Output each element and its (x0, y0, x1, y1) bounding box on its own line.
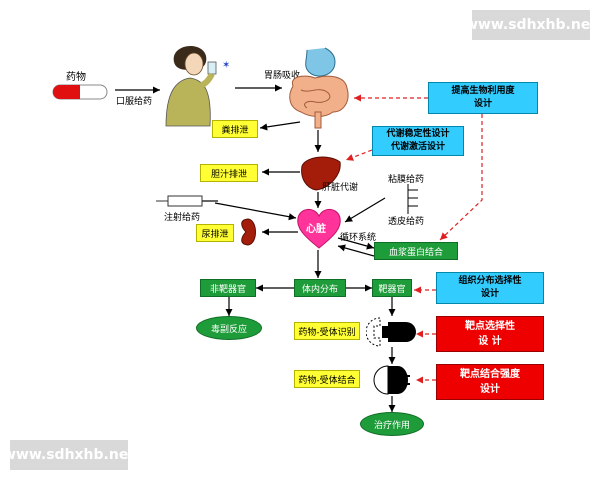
capsule-icon (52, 84, 108, 100)
liver-metabolism-label: 肝脏代谢 (322, 183, 359, 193)
bile-excretion-box: 胆汁排泄 (200, 164, 258, 182)
patch-icon (407, 184, 418, 214)
transdermal-admin-label: 透皮给药 (388, 217, 425, 227)
heart-label: 心脏 (306, 224, 326, 235)
mucosal-admin-label: 粘膜给药 (388, 175, 425, 185)
bioavailability-design-box: 提高生物利用度 设计 (428, 82, 538, 114)
gi-absorption-label: 胃肠吸收 (264, 71, 301, 81)
injection-label: 注射给药 (164, 213, 201, 223)
oral-admin-label: 口服给药 (116, 97, 153, 107)
watermark-bottom: www.sdhxhb.net (3, 440, 135, 470)
affinity-line2: 设计 (480, 384, 500, 395)
receptor-bound-icon (373, 365, 410, 395)
target-selectivity-design-box: 靶点选择性 设 计 (436, 316, 544, 352)
target-organ-box: 靶器官 (372, 279, 412, 297)
selectivity-line1: 靶点选择性 (465, 321, 515, 332)
drug-receptor-binding-box: 药物-受体结合 (294, 370, 360, 388)
tissue-distribution-design-box: 组织分布选择性 设计 (436, 272, 544, 304)
woman-drinking-icon: ✶ (165, 45, 230, 127)
stomach-icon (289, 47, 349, 129)
plasma-protein-box: 血浆蛋白结合 (374, 242, 458, 260)
tissue-line2: 设计 (480, 289, 499, 299)
binding-affinity-design-box: 靶点结合强度 设计 (436, 364, 544, 400)
heart-icon (297, 209, 341, 249)
bioavailability-line2: 设计 (473, 99, 492, 109)
tissue-line1: 组织分布选择性 (458, 275, 522, 286)
metabolism-line2: 代谢激活设计 (390, 142, 445, 152)
metabolism-design-box: 代谢稳定性设计 代谢激活设计 (372, 126, 464, 156)
non-target-organ-box: 非靶器官 (200, 279, 256, 297)
therapeutic-effect-oval: 治疗作用 (360, 412, 424, 436)
selectivity-line2: 设 计 (478, 336, 502, 347)
svg-text:✶: ✶ (222, 60, 230, 71)
drug-receptor-recognition-box: 药物-受体识别 (294, 322, 360, 340)
kidney-icon (241, 218, 256, 246)
toxic-reaction-oval: 毒副反应 (196, 316, 262, 340)
affinity-line1: 靶点结合强度 (460, 369, 520, 380)
drug-label: 药物 (66, 72, 86, 83)
distribution-box: 体内分布 (294, 279, 346, 297)
circulation-label: 循环系统 (340, 233, 377, 243)
receptor-icon (366, 317, 416, 347)
liver-icon (301, 156, 341, 191)
syringe-icon (156, 195, 218, 207)
watermark-top: www.sdhxhb.net (465, 10, 597, 40)
fecal-excretion-box: 粪排泄 (212, 120, 258, 138)
metabolism-line1: 代谢稳定性设计 (386, 128, 450, 139)
bioavailability-line1: 提高生物利用度 (451, 85, 515, 96)
urine-excretion-box: 尿排泄 (196, 224, 234, 242)
